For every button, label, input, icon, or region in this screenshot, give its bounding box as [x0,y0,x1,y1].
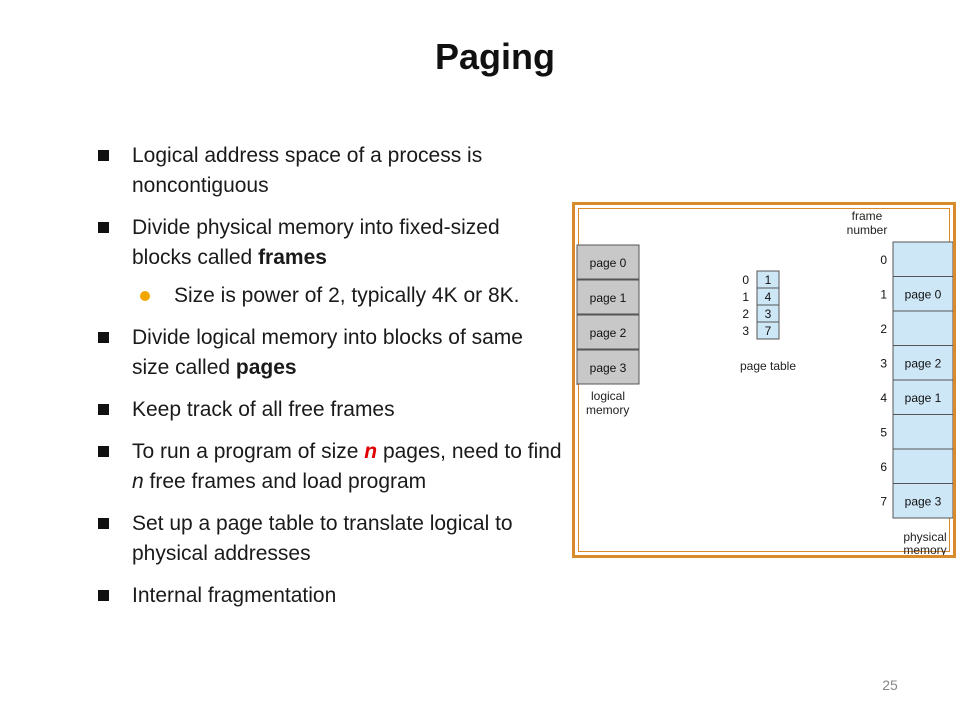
logical-memory: page 0 page 1 page 2 page 3 [576,244,640,385]
bullet-text: Set up a page table to translate logical… [132,512,513,565]
logical-memory-label-line2: memory [586,403,629,417]
physical-memory: 0 1 page 0 2 3 page 2 4 page 1 5 6 7 page 3 [880,241,953,519]
page-table-frame-value: 3 [765,307,772,321]
logical-page-label: page 1 [590,291,627,305]
physical-frame-number: 5 [880,426,887,440]
bullet-bold-term: pages [235,356,297,379]
physical-frame-number: 6 [880,460,887,474]
physical-frame-block [892,414,953,450]
sub-bullet-item: Size is power of 2, typically 4K or 8K. [140,281,563,311]
logical-page-label: page 3 [590,361,627,375]
page-table: 0 1 1 4 2 3 3 7 [742,270,780,340]
physical-frame-number: 2 [880,322,887,336]
logical-page-label: page 2 [590,326,627,340]
page-table-frame-value: 1 [765,273,772,287]
page-table-entry [756,321,780,340]
page-table-index: 3 [742,324,749,338]
bullet-text: free frames and load program [143,470,427,493]
page-table-index: 0 [742,273,749,287]
physical-frame-content: page 0 [905,288,942,302]
bullet-text: Logical address space of a process is no… [132,144,483,197]
physical-frame-content: page 3 [905,495,942,509]
bullet-item: Set up a page table to translate logical… [98,509,563,569]
frame-number-label-line1: frame [852,209,883,223]
bullet-italic-n: n [364,440,378,463]
physical-frame-block [892,241,953,277]
physical-frame-content: page 1 [905,391,942,405]
bullet-italic-n: n [132,470,144,493]
frame-number-label-line2: number [847,223,888,237]
sub-bullet-text: Size is power of 2, typically 4K or 8K. [174,284,520,307]
physical-frame-number: 0 [880,253,887,267]
logical-page-label: page 0 [590,256,627,270]
logical-page-block [576,279,640,315]
physical-frame-number: 1 [880,288,887,302]
bullet-item: To run a program of size n pages, need t… [98,437,563,497]
round-bullet-icon [140,291,150,301]
square-bullet-icon [98,150,109,161]
bullet-text: Divide physical memory into fixed-sized … [132,216,500,269]
paging-diagram: frame number page 0 page 1 page 2 page 3 lo… [572,202,956,558]
paging-diagram-svg: frame number page 0 page 1 page 2 page 3 lo… [576,209,953,555]
physical-frame-block [892,345,953,381]
slide-number: 25 [882,677,898,693]
physical-frame-number: 4 [880,391,887,405]
page-table-index: 2 [742,307,749,321]
page-table-label: page table [740,359,796,373]
physical-memory-label-line2: memory [903,543,946,555]
slide-title: Paging [434,36,555,77]
physical-frame-block [892,448,953,484]
physical-frame-number: 3 [880,357,887,371]
bullet-text: Divide logical memory into blocks of sam… [132,326,523,379]
square-bullet-icon [98,590,109,601]
logical-page-block [576,244,640,280]
bullet-text: To run a program of size [132,440,365,463]
bullet-item: Logical address space of a process is no… [98,141,563,201]
bullet-item: Keep track of all free frames [98,395,563,425]
square-bullet-icon [98,518,109,529]
logical-memory-label-line1: logical [591,389,625,403]
bullet-list: Logical address space of a process is no… [98,141,563,623]
physical-frame-block [892,310,953,346]
bullet-item: Divide logical memory into blocks of sam… [98,323,563,383]
square-bullet-icon [98,222,109,233]
page-table-frame-value: 7 [765,324,772,338]
logical-page-block [576,349,640,385]
page-table-index: 1 [742,290,749,304]
physical-memory-label-line1: physical [903,530,946,544]
physical-frame-block [892,483,953,519]
physical-frame-number: 7 [880,495,887,509]
bullet-bold-term: frames [258,246,327,269]
page-table-frame-value: 4 [765,290,772,304]
bullet-text: Keep track of all free frames [132,398,395,421]
bullet-item: Divide physical memory into fixed-sized … [98,213,563,273]
bullet-item: Internal fragmentation [98,581,563,611]
square-bullet-icon [98,446,109,457]
square-bullet-icon [98,404,109,415]
bullet-text: Internal fragmentation [132,584,337,607]
physical-frame-content: page 2 [905,357,942,371]
bullet-text: pages, need to find [377,440,562,463]
square-bullet-icon [98,332,109,343]
